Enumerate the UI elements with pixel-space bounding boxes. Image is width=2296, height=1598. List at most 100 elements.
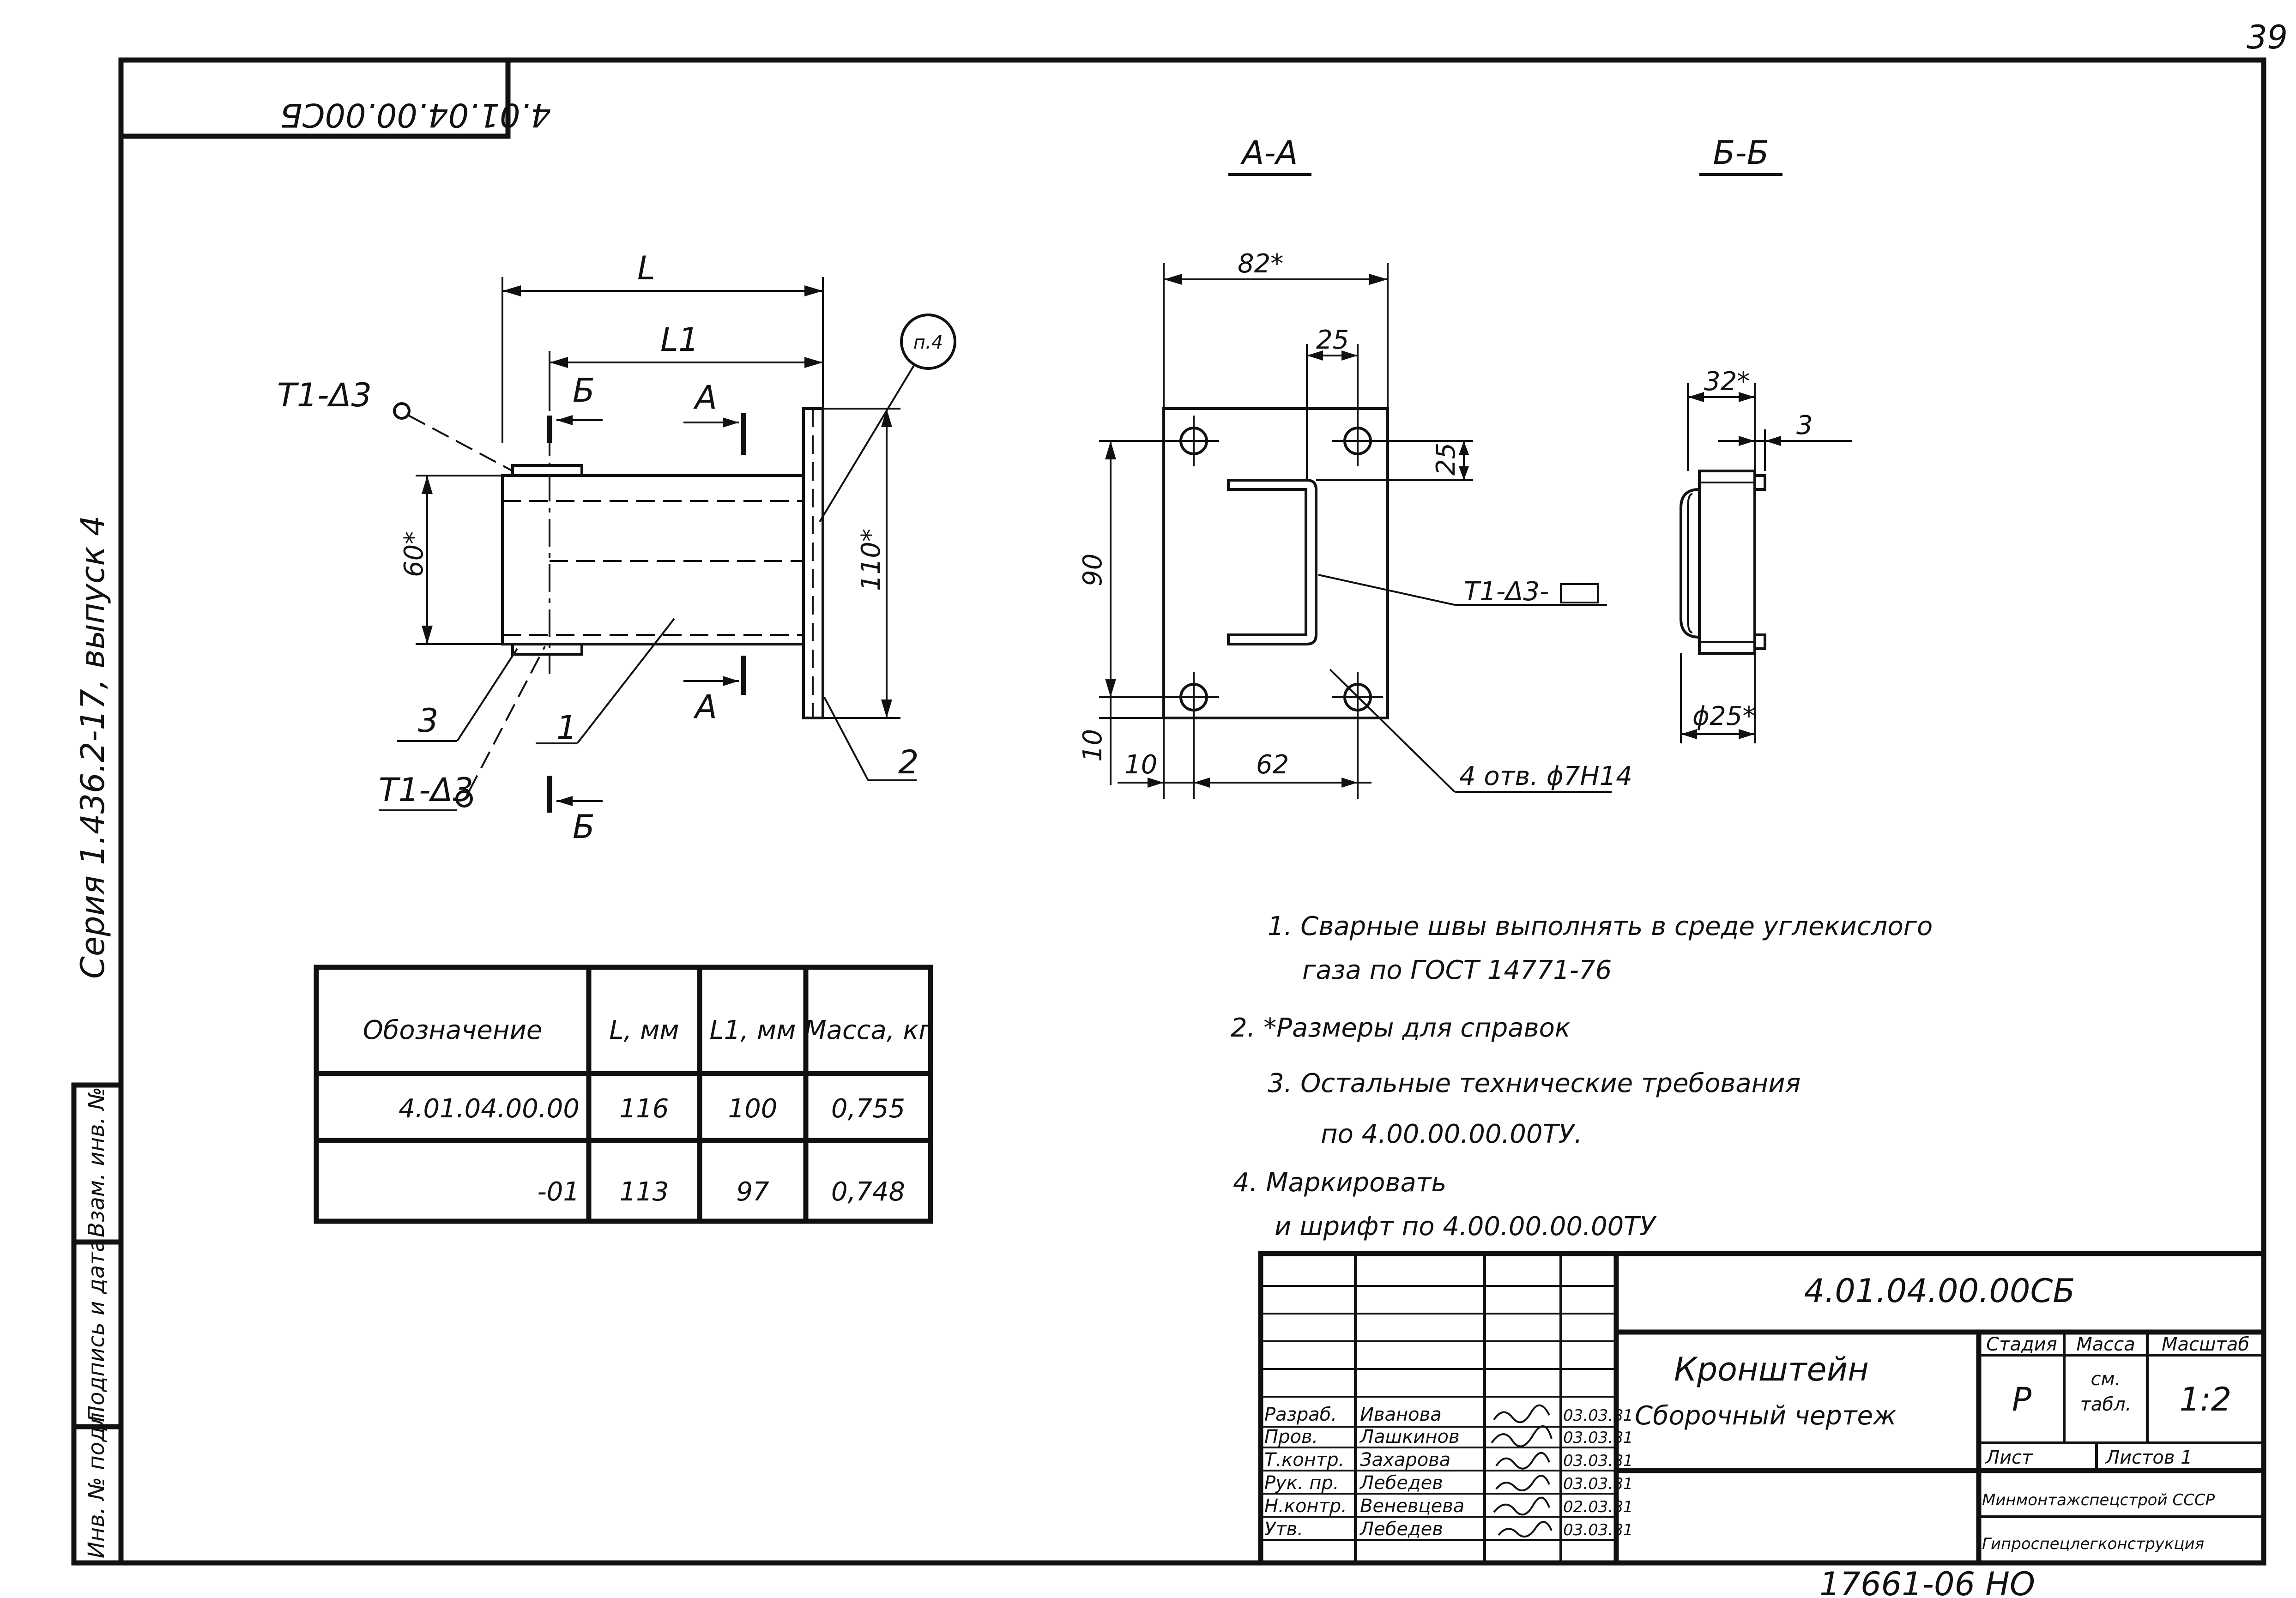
section-b-view: Б-Б 32* 3 ϕ25* (1680, 134, 1852, 743)
weld-label-top: Т1-Δ3 (277, 376, 372, 414)
section-a-weld: Т1-Δ3- (1464, 577, 1549, 607)
dim-25-v: 25 (1431, 443, 1461, 476)
section-mark-a-top: А (693, 379, 717, 416)
signature-1 (1491, 1425, 1553, 1447)
dim-l: L (637, 249, 655, 287)
spec-row2-l: 113 (620, 1177, 669, 1207)
spec-row1-l1: 100 (728, 1094, 778, 1124)
signature-2 (1495, 1452, 1550, 1470)
tb-role-0: Разраб. (1264, 1404, 1337, 1425)
title-org-2: Гипроспецлегконструкция (1982, 1535, 2204, 1553)
spec-row1-l: 116 (620, 1094, 669, 1124)
signature-3 (1495, 1475, 1550, 1491)
section-b-plate (1698, 470, 1756, 655)
tb-name-5: Лебедев (1359, 1519, 1443, 1540)
dim-60: 60* (399, 531, 429, 577)
dim-3: 3 (1796, 410, 1813, 440)
note-3b: по 4.00.00.00.00ТУ. (1321, 1119, 1583, 1149)
note-4b: и шрифт по 4.00.00.00.00ТУ (1275, 1212, 1657, 1242)
dim-10-v: 10 (1078, 729, 1108, 762)
title-mass-2: табл. (2080, 1394, 2132, 1415)
spec-row2-l1: 97 (736, 1177, 769, 1207)
side-inv-label: Инв. № подл. (84, 1405, 109, 1558)
note-3a: 3. Остальные технические требования (1268, 1068, 1801, 1098)
spec-row2-mass: 0,748 (831, 1177, 905, 1207)
corner-stamp-text: 4.01.04.00.00СБ (280, 96, 551, 134)
side-strip: Инв. № подл. Подпись и дата Взам. инв. №… (71, 515, 124, 1566)
callout-3: 3 (418, 702, 439, 740)
tb-name-4: Веневцева (1360, 1495, 1464, 1517)
title-block: 4.01.04.00.00СБ Кронштейн Сборочный черт… (1258, 1251, 2266, 1566)
tb-date-5: 03.03.81 (1563, 1521, 1633, 1539)
section-mark-b-bottom: Б (573, 808, 595, 846)
tb-name-3: Лебедев (1359, 1472, 1443, 1494)
title-org-1: Минмонтажспецстрой СССР (1982, 1491, 2215, 1509)
spec-header-l1: L1, мм (710, 1015, 796, 1045)
dim-62: 62 (1256, 750, 1289, 780)
section-mark-a-bottom: А (693, 688, 717, 726)
tb-role-4: Н.контр. (1264, 1495, 1347, 1517)
spec-header-l: L, мм (609, 1015, 679, 1045)
signature-4 (1493, 1496, 1550, 1516)
callout-p4-circle (900, 314, 956, 370)
note-1a: 1. Сварные швы выполнять в среде углекис… (1268, 911, 1933, 941)
dim-10-h: 10 (1124, 750, 1157, 780)
callout-1: 1 (556, 709, 577, 747)
section-b-title: Б-Б (1713, 134, 1769, 172)
title-sheet: Лист (1985, 1447, 2033, 1468)
spec-row1-mass: 0,755 (831, 1094, 905, 1124)
tb-name-0: Иванова (1360, 1404, 1442, 1425)
dim-82: 82* (1238, 249, 1283, 279)
tb-role-2: Т.контр. (1264, 1449, 1344, 1471)
main-view: L L1 60* 110* Б Б А А (277, 249, 956, 846)
dim-phi25: ϕ25* (1692, 701, 1755, 731)
callout-2: 2 (898, 743, 919, 781)
flange-plate (802, 407, 824, 719)
section-mark-b-top: Б (573, 372, 595, 410)
note-4a: 4. Маркировать (1233, 1168, 1446, 1198)
dim-90: 90 (1078, 554, 1108, 586)
spec-header-mass: Масса, кг (804, 1015, 932, 1045)
section-a-channel (1227, 479, 1317, 645)
side-series-text: Серия 1.436.2-17, выпуск 4 (74, 515, 112, 979)
title-mass-1: см. (2091, 1369, 2121, 1390)
title-scale: 1:2 (2180, 1381, 2232, 1418)
holes-note: 4 отв. ϕ7Н14 (1459, 761, 1632, 791)
title-name-2: Сборочный чертеж (1635, 1401, 1896, 1431)
spec-row2-designation: -01 (538, 1177, 580, 1207)
title-col-stage: Стадия (1986, 1334, 2057, 1355)
tb-date-3: 03.03.81 (1563, 1475, 1633, 1493)
note-2: 2. *Размеры для справок (1231, 1013, 1571, 1043)
title-stage: Р (2012, 1381, 2032, 1418)
callout-p4: п.4 (913, 332, 943, 353)
dim-32: 32* (1704, 367, 1750, 397)
side-replace-label: Взам. инв. № (84, 1087, 109, 1237)
title-designation: 4.01.04.00.00СБ (1804, 1272, 2075, 1310)
side-sign-label: Подпись и дата (84, 1238, 109, 1422)
title-col-mass: Масса (2076, 1334, 2135, 1355)
technical-notes: 1. Сварные швы выполнять в среде углекис… (1231, 911, 1933, 1242)
archive-number: 17661-06 НО (1819, 1565, 2035, 1598)
tb-date-1: 03.03.81 (1563, 1429, 1633, 1447)
section-a-title: А-А (1240, 134, 1298, 172)
spec-table: Обозначение L, мм L1, мм Масса, кг 4.01.… (314, 965, 933, 1224)
spec-row1-designation: 4.01.04.00.00 (399, 1094, 580, 1124)
note-1b: газа по ГОСТ 14771-76 (1302, 955, 1612, 985)
dim-110: 110* (856, 529, 886, 591)
tb-name-2: Захарова (1360, 1449, 1450, 1471)
dim-l1: L1 (660, 321, 699, 359)
tb-role-5: Утв. (1264, 1519, 1303, 1540)
tb-role-1: Пров. (1264, 1426, 1318, 1447)
title-sheets: Листов 1 (2105, 1447, 2193, 1468)
section-a-plate (1162, 407, 1389, 719)
sheet-number: 39 (2247, 18, 2288, 56)
title-col-scale: Масштаб (2162, 1334, 2249, 1355)
tb-role-3: Рук. пр. (1264, 1472, 1339, 1494)
sheet-frame (118, 57, 2266, 1566)
signature-0 (1493, 1404, 1550, 1423)
dim-25-h: 25 (1316, 325, 1349, 355)
tb-date-4: 02.03.81 (1563, 1498, 1633, 1516)
tb-name-1: Лашкинов (1359, 1426, 1460, 1447)
section-a-view: А-А 82* 25 25 (1078, 134, 1632, 799)
